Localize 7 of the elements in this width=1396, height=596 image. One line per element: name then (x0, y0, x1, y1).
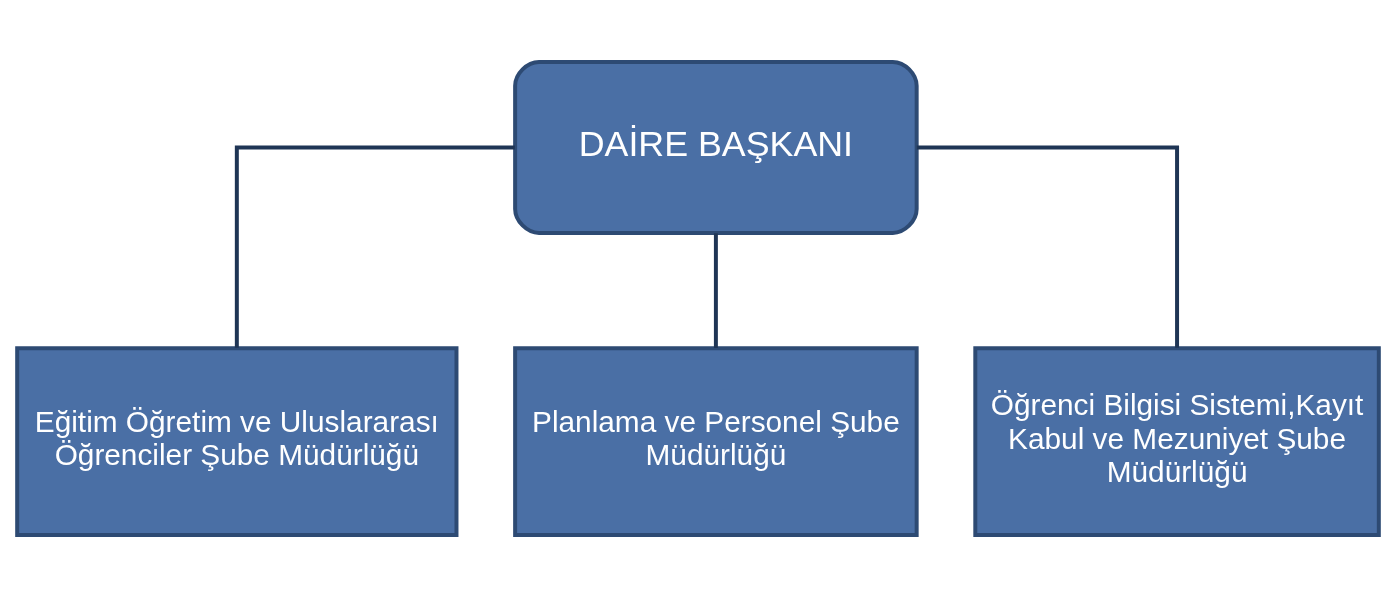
node-box: Eğitim Öğretim ve Uluslararası Öğrenciler Şube Müdürlüğü (15, 345, 459, 537)
connector (234, 144, 515, 348)
node-box: Planlama ve Personel Şube Müdürlüğü (513, 345, 919, 537)
connector (916, 144, 1180, 348)
connector (713, 232, 718, 348)
node-box: Öğrenci Bilgisi Sistemi,Kayıt Kabul ve Mezuniyet Şube Müdürlüğü (973, 345, 1381, 537)
node-box: DAİRE BAŞKANI (513, 59, 919, 235)
